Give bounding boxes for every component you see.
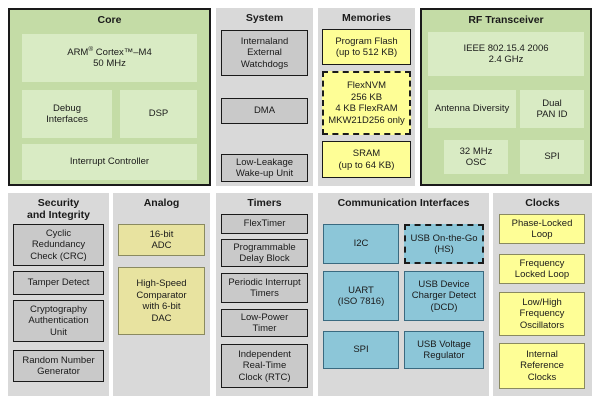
analog-comparator-block: High-Speed Comparator with 6-bit DAC: [118, 267, 205, 335]
security-rng-block: Random Number Generator: [13, 350, 104, 382]
analog-title: Analog: [143, 197, 180, 209]
clocks-title: Clocks: [525, 197, 560, 209]
timers-pdb-block: Programmable Delay Block: [221, 239, 308, 267]
system-watchdogs-block: Internaland External Watchdogs: [221, 30, 308, 76]
core-title: Core: [97, 14, 122, 26]
system-title: System: [245, 12, 284, 24]
comm-panel: Communication Interfaces I2C USB On-the-…: [318, 193, 489, 396]
rf-ieee-standard-block: IEEE 802.15.4 2006 2.4 GHz: [428, 32, 584, 76]
timers-rtc-block: Independent Real-Time Clock (RTC): [221, 344, 308, 388]
timers-flextimer-block: FlexTimer: [221, 214, 308, 234]
rf-antenna-diversity-block: Antenna Diversity: [428, 90, 516, 128]
system-dma-block: DMA: [221, 98, 308, 124]
memories-program-flash-block: Program Flash (up to 512 KB): [322, 29, 411, 65]
rf-dual-pan-id-block: Dual PAN ID: [520, 90, 584, 128]
memories-flexnvm-block: FlexNVM 256 KB 4 KB FlexRAM MKW21D256 on…: [322, 71, 411, 135]
comm-usb-dcd-block: USB Device Charger Detect (DCD): [404, 271, 484, 321]
timers-pit-block: Periodic Interrupt Timers: [221, 273, 308, 303]
timers-panel: Timers FlexTimer Programmable Delay Bloc…: [216, 193, 313, 396]
comm-usb-voltage-regulator-block: USB Voltage Regulator: [404, 331, 484, 369]
security-tamper-detect-block: Tamper Detect: [13, 271, 104, 295]
comm-uart-block: UART (ISO 7816): [323, 271, 399, 321]
security-cryptography-block: Cryptography Authentication Unit: [13, 300, 104, 342]
clocks-pll-block: Phase-Locked Loop: [499, 214, 585, 244]
timers-low-power-timer-block: Low-Power Timer: [221, 309, 308, 337]
rf-32mhz-osc-block: 32 MHz OSC: [444, 140, 508, 174]
comm-spi-block: SPI: [323, 331, 399, 369]
clocks-fll-block: Frequency Locked Loop: [499, 254, 585, 284]
core-dsp-block: DSP: [120, 90, 197, 138]
security-title: Security and Integrity: [26, 197, 90, 221]
memories-sram-block: SRAM (up to 64 KB): [322, 141, 411, 178]
comm-usb-otg-block: USB On-the-Go (HS): [404, 224, 484, 264]
clocks-irc-block: Internal Reference Clocks: [499, 343, 585, 389]
timers-title: Timers: [247, 197, 282, 209]
clocks-oscillators-block: Low/High Frequency Oscillators: [499, 292, 585, 336]
rf-title: RF Transceiver: [468, 14, 544, 26]
clocks-panel: Clocks Phase-Locked Loop Frequency Locke…: [493, 193, 592, 396]
security-crc-block: Cyclic Redundancy Check (CRC): [13, 224, 104, 266]
system-low-leakage-wakeup-block: Low-Leakage Wake-up Unit: [221, 154, 308, 182]
analog-adc-block: 16-bit ADC: [118, 224, 205, 256]
analog-panel: Analog 16-bit ADC High-Speed Comparator …: [113, 193, 210, 396]
rf-spi-block: SPI: [520, 140, 584, 174]
core-interrupt-controller-block: Interrupt Controller: [22, 144, 197, 180]
system-panel: System Internaland External Watchdogs DM…: [216, 8, 313, 186]
memories-title: Memories: [341, 12, 392, 24]
rf-transceiver-panel: RF Transceiver IEEE 802.15.4 2006 2.4 GH…: [420, 8, 592, 186]
comm-title: Communication Interfaces: [337, 197, 470, 209]
comm-i2c-block: I2C: [323, 224, 399, 264]
core-debug-interfaces-block: Debug Interfaces: [22, 90, 112, 138]
memories-panel: Memories Program Flash (up to 512 KB) Fl…: [318, 8, 415, 186]
security-panel: Security and Integrity Cyclic Redundancy…: [8, 193, 109, 396]
